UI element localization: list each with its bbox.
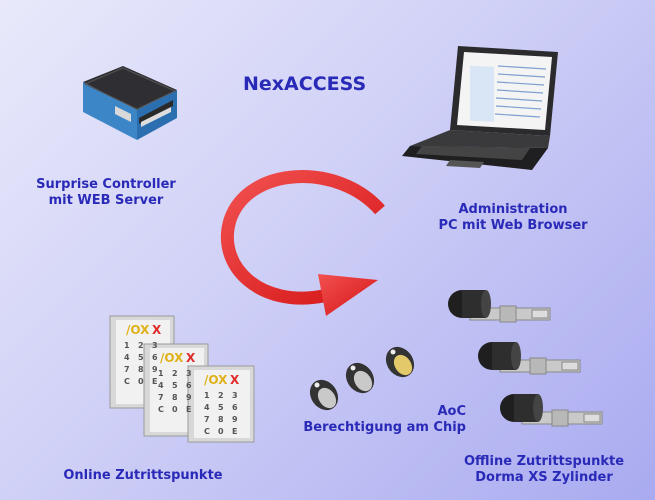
keypad-key: 8	[172, 393, 178, 402]
keypad-key: 1	[204, 391, 210, 400]
keypad-key: 2	[218, 391, 224, 400]
keypad-key: 2	[138, 341, 144, 350]
offline-label: Offline Zutrittspunkte Dorma XS Zylinder	[452, 454, 636, 486]
cycle-arrow-icon	[220, 170, 385, 316]
aoc-label: AoC Berechtigung am Chip	[300, 404, 466, 436]
controller-label-line-2: mit WEB Server	[48, 193, 164, 208]
keypad-key: 0	[218, 427, 224, 436]
keypad-key: 3	[152, 341, 158, 350]
cylinder-locks-image	[448, 290, 603, 427]
controller-label-line-1: Surprise Controller	[36, 177, 176, 192]
keypad-key: 7	[204, 415, 210, 424]
keypad-key: C	[204, 427, 210, 436]
keypad-key: 9	[152, 365, 158, 374]
keypad-key: E	[152, 377, 157, 386]
admin-label-line-1: Administration	[458, 202, 568, 217]
keypad-key: 7	[124, 365, 130, 374]
lock-cylinder	[448, 290, 551, 323]
keypad-key: 4	[124, 353, 130, 362]
aoc-label-line-2: Berechtigung am Chip	[303, 420, 466, 435]
aoc-label-line-1: AoC	[437, 404, 466, 419]
keypad-key: 8	[138, 365, 144, 374]
offline-label-line-1: Offline Zutrittspunkte	[463, 454, 625, 469]
keypad-key: 6	[232, 403, 238, 412]
keypad-key: E	[186, 405, 191, 414]
keypad-key: 4	[158, 381, 164, 390]
keypad-key: 5	[138, 353, 144, 362]
keypad-key: 0	[138, 377, 144, 386]
svg-text:/OX: /OX	[204, 373, 228, 387]
controller-device-image	[83, 66, 177, 140]
keypad-key: C	[124, 377, 130, 386]
keypad-key: 0	[172, 405, 178, 414]
keypad-key: 8	[218, 415, 224, 424]
svg-text:X: X	[186, 351, 196, 365]
admin-label: Administration PC mit Web Browser	[433, 202, 593, 234]
keypad-key: 4	[204, 403, 210, 412]
keypad-key: E	[232, 427, 237, 436]
keypad-key: 5	[218, 403, 224, 412]
keypad-key: 3	[232, 391, 238, 400]
keypad-reader: /OX X	[187, 365, 255, 443]
svg-text:/OX: /OX	[126, 323, 150, 337]
keypad-key: C	[158, 405, 164, 414]
online-label: Online Zutrittspunkte	[63, 468, 223, 483]
laptop-pc-image	[402, 46, 558, 170]
keypad-key: 6	[186, 381, 192, 390]
keypad-key: 6	[152, 353, 158, 362]
svg-text:X: X	[230, 373, 240, 387]
keypad-key: 7	[158, 393, 164, 402]
keypad-key: 5	[172, 381, 178, 390]
keypad-key: 1	[124, 341, 130, 350]
offline-label-line-2: Dorma XS Zylinder	[475, 470, 613, 485]
diagram-title: NexACCESS	[243, 73, 367, 95]
admin-label-line-2: PC mit Web Browser	[438, 218, 588, 233]
keypad-key: 9	[232, 415, 238, 424]
rfid-key-fobs-image	[309, 346, 415, 411]
keypad-key: 1	[158, 369, 164, 378]
keypad-key: 9	[186, 393, 192, 402]
svg-text:X: X	[152, 323, 162, 337]
keypad-key: 2	[172, 369, 178, 378]
keypad-key: 3	[186, 369, 192, 378]
svg-text:/OX: /OX	[160, 351, 184, 365]
controller-label: Surprise Controller mit WEB Server	[31, 177, 181, 209]
